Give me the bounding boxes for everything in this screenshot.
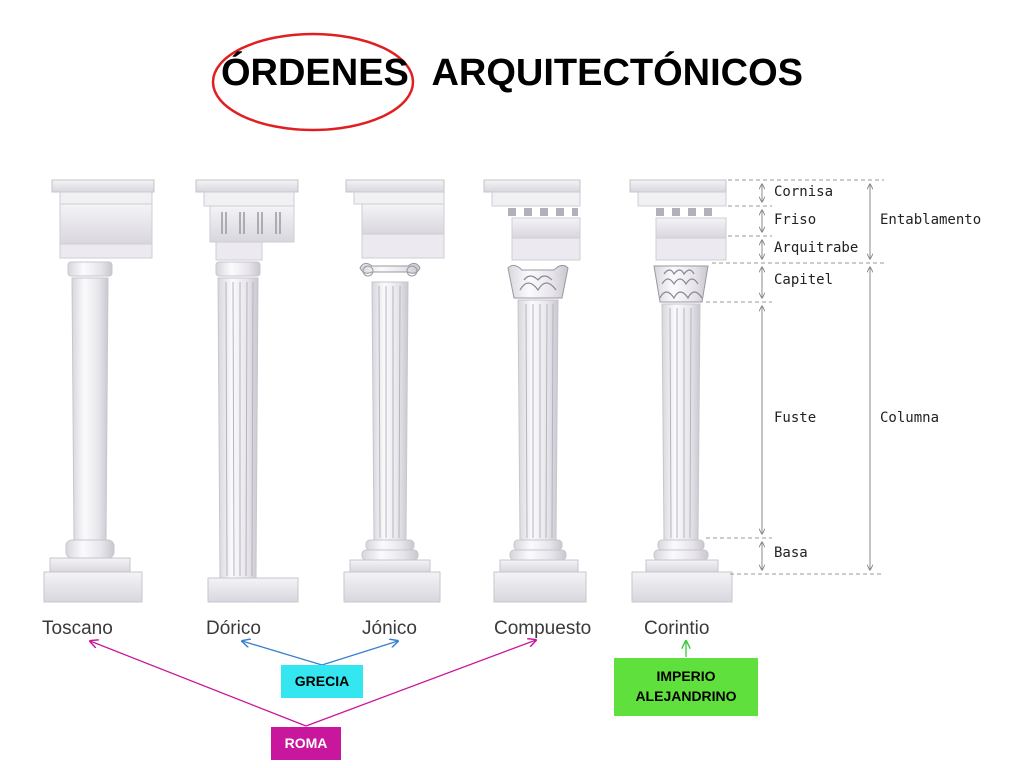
column-toscano: [43, 179, 155, 603]
group-label-entablamento: Entablamento: [880, 212, 982, 228]
grecia-label-box: GRECIA: [281, 665, 363, 698]
order-label-corintio: Corintio: [644, 618, 710, 639]
order-label-jonico: Jónico: [362, 618, 417, 639]
column-compuesto: [483, 179, 587, 603]
title-highlight-ellipse: [211, 32, 415, 132]
title-word-ordenes: ÓRDENES: [220, 52, 409, 94]
column-dorico: [195, 179, 299, 603]
column-corintio: [629, 179, 733, 603]
part-label-capitel: Capitel: [774, 272, 834, 288]
roma-label-box: ROMA: [271, 727, 341, 760]
imperio-label-line1: IMPERIO: [656, 668, 716, 684]
order-label-dorico: Dórico: [206, 618, 261, 639]
grecia-arrows: [242, 641, 398, 666]
column-jonico: [343, 179, 445, 603]
part-arrows: [762, 184, 870, 570]
title-word-arquitectonicos: ARQUITECTÓNICOS: [431, 52, 804, 94]
order-label-toscano: Toscano: [42, 618, 113, 639]
part-label-friso: Friso: [774, 212, 817, 228]
part-label-arquitrabe: Arquitrabe: [774, 240, 859, 256]
group-label-columna: Columna: [880, 410, 940, 426]
part-label-fuste: Fuste: [774, 410, 817, 426]
imperio-label-line2: ALEJANDRINO: [635, 688, 737, 704]
guide-lines: [706, 179, 884, 575]
part-label-basa: Basa: [774, 545, 808, 561]
part-label-cornisa: Cornisa: [774, 184, 834, 200]
roma-arrows: [90, 640, 536, 727]
order-label-compuesto: Compuesto: [494, 618, 592, 639]
imperio-alejandrino-label-box: IMPERIO ALEJANDRINO: [614, 658, 758, 716]
page-title: ÓRDENES ARQUITECTÓNICOS: [0, 52, 1024, 95]
